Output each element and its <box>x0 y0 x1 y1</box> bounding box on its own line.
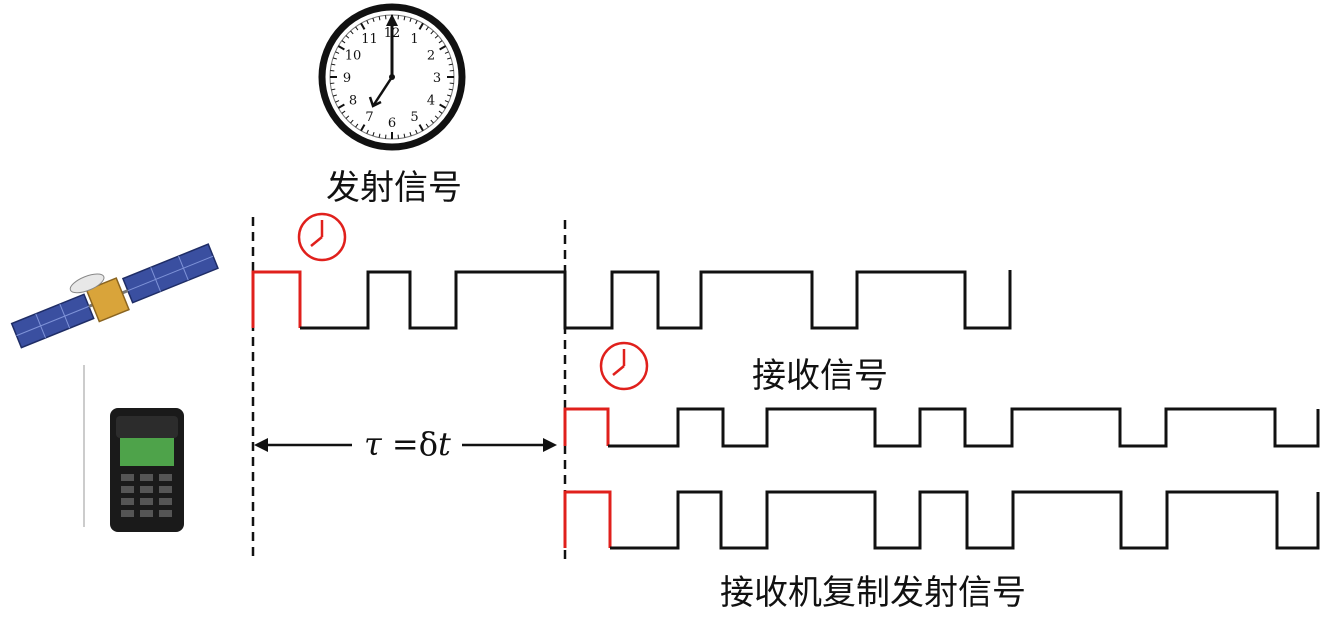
clock-numeral: 11 <box>361 32 378 47</box>
clock-tick <box>447 94 452 97</box>
clock-tick <box>439 45 447 51</box>
clock-tick <box>350 119 354 124</box>
transmit-waveform <box>251 270 1012 330</box>
clock-numeral: 4 <box>427 94 435 109</box>
clock-tick <box>434 115 439 119</box>
clock-tick <box>403 133 406 138</box>
clock-tick <box>355 123 359 128</box>
small-clock-icon <box>599 341 649 391</box>
clock-tick <box>345 115 350 119</box>
clock-tick <box>372 17 375 22</box>
clock-tick <box>438 110 443 114</box>
clock-tick <box>415 129 418 134</box>
clock-numeral: 8 <box>349 94 357 109</box>
receive-waveform <box>563 407 1320 448</box>
clock-tick <box>378 133 381 138</box>
clock-numeral: 2 <box>427 49 435 64</box>
clock-tick <box>331 63 336 66</box>
clock-tick <box>409 132 412 137</box>
handheld-receiver-icon <box>110 408 184 532</box>
clock-tick <box>355 26 359 31</box>
clock-tick <box>350 30 354 35</box>
clock-tick <box>378 16 381 21</box>
clock-numeral: 7 <box>365 110 373 125</box>
clock-tick <box>335 51 340 54</box>
clock-tick <box>418 22 424 30</box>
clock-tick <box>425 26 429 31</box>
clock-tick <box>366 129 369 134</box>
clock-tick <box>434 35 439 39</box>
clock-tick <box>332 94 337 97</box>
delay-equals: =δ <box>391 425 438 463</box>
clock-tick <box>372 132 375 137</box>
receive-signal-label: 接收信号 <box>752 356 888 396</box>
clock-tick <box>439 103 447 109</box>
clock-tick <box>337 45 345 51</box>
clock-numeral: 1 <box>410 32 418 47</box>
clock-tick <box>366 20 369 25</box>
clock-tick <box>345 35 350 39</box>
small-clock-icon <box>297 212 347 262</box>
clock-numeral: 3 <box>433 71 441 86</box>
satellite-icon <box>10 243 219 349</box>
clock-tick <box>415 20 418 25</box>
delay-symbol: τ <box>364 425 382 463</box>
clock-tick <box>341 40 346 44</box>
clock-tick <box>341 110 346 114</box>
clock-numeral: 5 <box>410 110 418 125</box>
clock-tick <box>444 51 449 54</box>
clock-tick <box>409 17 412 22</box>
clock-numeral: 6 <box>388 116 396 131</box>
delay-label: τ =δt <box>364 425 451 463</box>
clock-numeral: 10 <box>345 49 362 64</box>
clock-tick <box>438 40 443 44</box>
replica-signal-label: 接收机复制发射信号 <box>720 573 1026 613</box>
clock-tick <box>430 119 434 124</box>
clock-tick <box>332 57 337 60</box>
clock-tick <box>448 63 453 66</box>
clock-tick <box>430 30 434 35</box>
clock-tick <box>337 103 345 109</box>
transmit-signal-label: 发射信号 <box>326 168 462 208</box>
replica-waveform <box>563 490 1320 550</box>
clock-tick <box>360 22 366 30</box>
clock-tick <box>425 123 429 128</box>
analog-clock-icon: 121234567891011 <box>318 3 466 151</box>
clock-tick <box>403 16 406 21</box>
clock-numeral: 9 <box>343 71 351 86</box>
clock-tick <box>444 100 449 103</box>
delay-arrow <box>254 438 557 452</box>
clock-tick <box>331 88 336 91</box>
clock-tick <box>335 100 340 103</box>
clock-tick <box>418 124 424 132</box>
clock-tick <box>447 57 452 60</box>
clock-tick <box>360 124 366 132</box>
clock-tick <box>448 88 453 91</box>
delay-t: t <box>437 425 451 463</box>
